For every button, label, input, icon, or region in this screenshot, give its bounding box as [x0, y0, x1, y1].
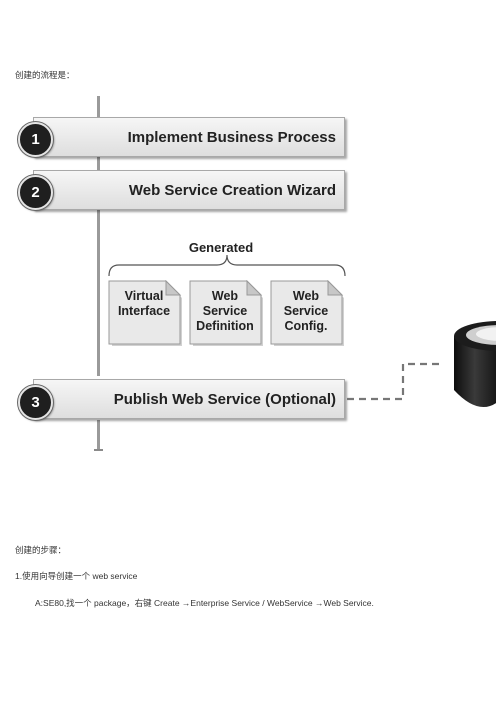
document-label-line: Web [211, 289, 239, 303]
timeline-line [97, 96, 100, 376]
step-number-badge: 2 [18, 175, 53, 210]
document-label-line: Web [292, 289, 320, 303]
document-label-line: Service [283, 304, 329, 318]
generated-document-web-service-config: Web Service Config. [270, 280, 346, 347]
step-bar-2: Web Service Creation Wizard [33, 170, 345, 210]
generated-document-web-service-definition: Web Service Definition [189, 280, 265, 347]
step-label: Publish Web Service (Optional) [113, 390, 336, 408]
document-label-line: Virtual [124, 289, 164, 303]
step-label: Implement Business Process [127, 128, 336, 146]
step-bar-1: Implement Business Process [33, 117, 345, 157]
step-label: Web Service Creation Wizard [128, 181, 336, 199]
timeline-cap [94, 449, 103, 451]
intro-text: 创建的流程是： [15, 70, 75, 80]
step-number-badge: 3 [18, 385, 53, 420]
document-icon [189, 280, 263, 346]
timeline-line-end [97, 420, 100, 450]
dashed-connector [347, 362, 443, 401]
generated-label: Generated [188, 240, 254, 255]
step-number-badge: 1 [18, 122, 53, 157]
brace-icon [108, 254, 346, 277]
storage-drive-icon [454, 321, 496, 408]
generated-document-virtual-interface: Virtual Interface [108, 280, 184, 347]
document-icon [270, 280, 344, 346]
document-label-line: Config. [284, 319, 328, 333]
step-1-substep: A:SE80,找一个 package，右键 Create →Enterprise… [35, 598, 374, 608]
step-bar-3: Publish Web Service (Optional) [33, 379, 345, 419]
document-label-line: Definition [196, 319, 254, 333]
document-label-line: Interface [117, 304, 171, 318]
document-label-line: Service [202, 304, 248, 318]
step-1-text: 1.使用向导创建一个 web service [15, 571, 138, 581]
steps-heading: 创建的步骤： [15, 545, 67, 555]
document-icon [108, 280, 182, 346]
